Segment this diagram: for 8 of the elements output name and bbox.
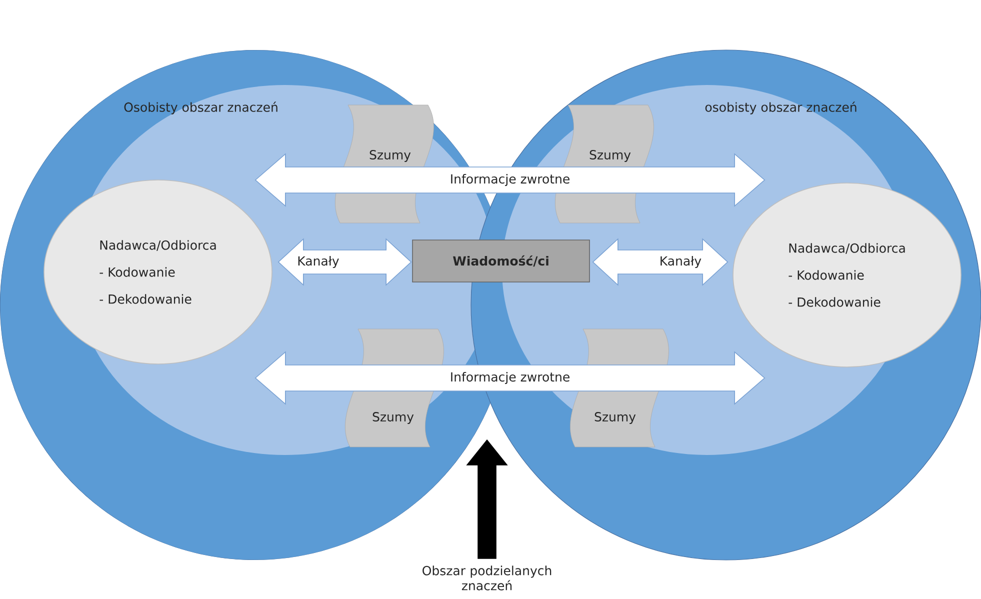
edge-label: Kanały — [296, 254, 340, 270]
edge-label: Kanały — [658, 254, 703, 270]
caption-text: Obszar podzielanych znaczeń — [422, 566, 552, 590]
area-heading: Osobisty obszar znaczeń — [124, 102, 278, 114]
edge-label: Informacje zwrotne — [448, 370, 572, 386]
area-heading: osobisty obszar znaczeń — [705, 102, 856, 114]
block-arrow — [466, 439, 508, 559]
message-box: Wiadomość/ci — [412, 240, 590, 282]
